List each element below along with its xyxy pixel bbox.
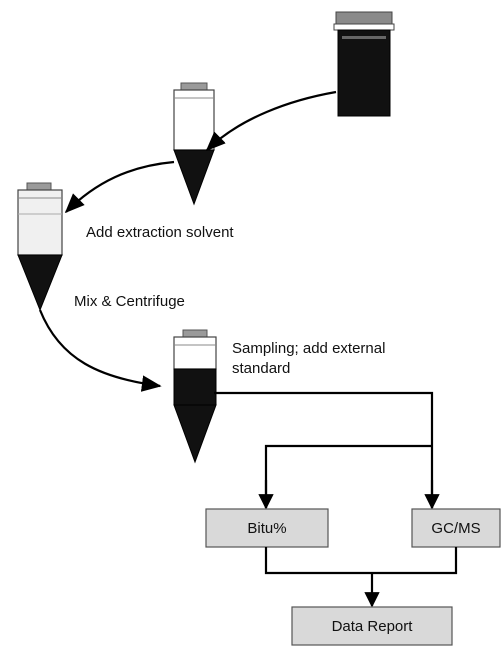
arrow-centrifuge-to-sampling — [38, 309, 162, 392]
box-gcms-label: GC/MS — [431, 520, 480, 537]
sample-bottle — [333, 11, 395, 117]
box-data-report: Data Report — [291, 606, 453, 646]
box-bitu: Bitu% — [205, 508, 329, 548]
tube-with-solvent — [17, 182, 63, 312]
box-gcms: GC/MS — [411, 508, 501, 548]
label-mix-centrifuge: Mix & Centrifuge — [74, 293, 185, 310]
tube-sampling — [173, 329, 217, 464]
connector-split — [214, 391, 434, 508]
label-sampling-line2: standard — [232, 360, 290, 377]
arrow-tube-to-tube — [64, 160, 175, 214]
label-sampling-line1: Sampling; add external — [232, 340, 385, 357]
box-bitu-label: Bitu% — [247, 520, 286, 537]
label-add-extraction-solvent: Add extraction solvent — [86, 224, 234, 241]
connector-merge — [264, 547, 458, 575]
box-data-report-label: Data Report — [332, 618, 414, 635]
tube-empty — [173, 82, 215, 206]
arrow-bottle-to-tube — [205, 90, 337, 152]
